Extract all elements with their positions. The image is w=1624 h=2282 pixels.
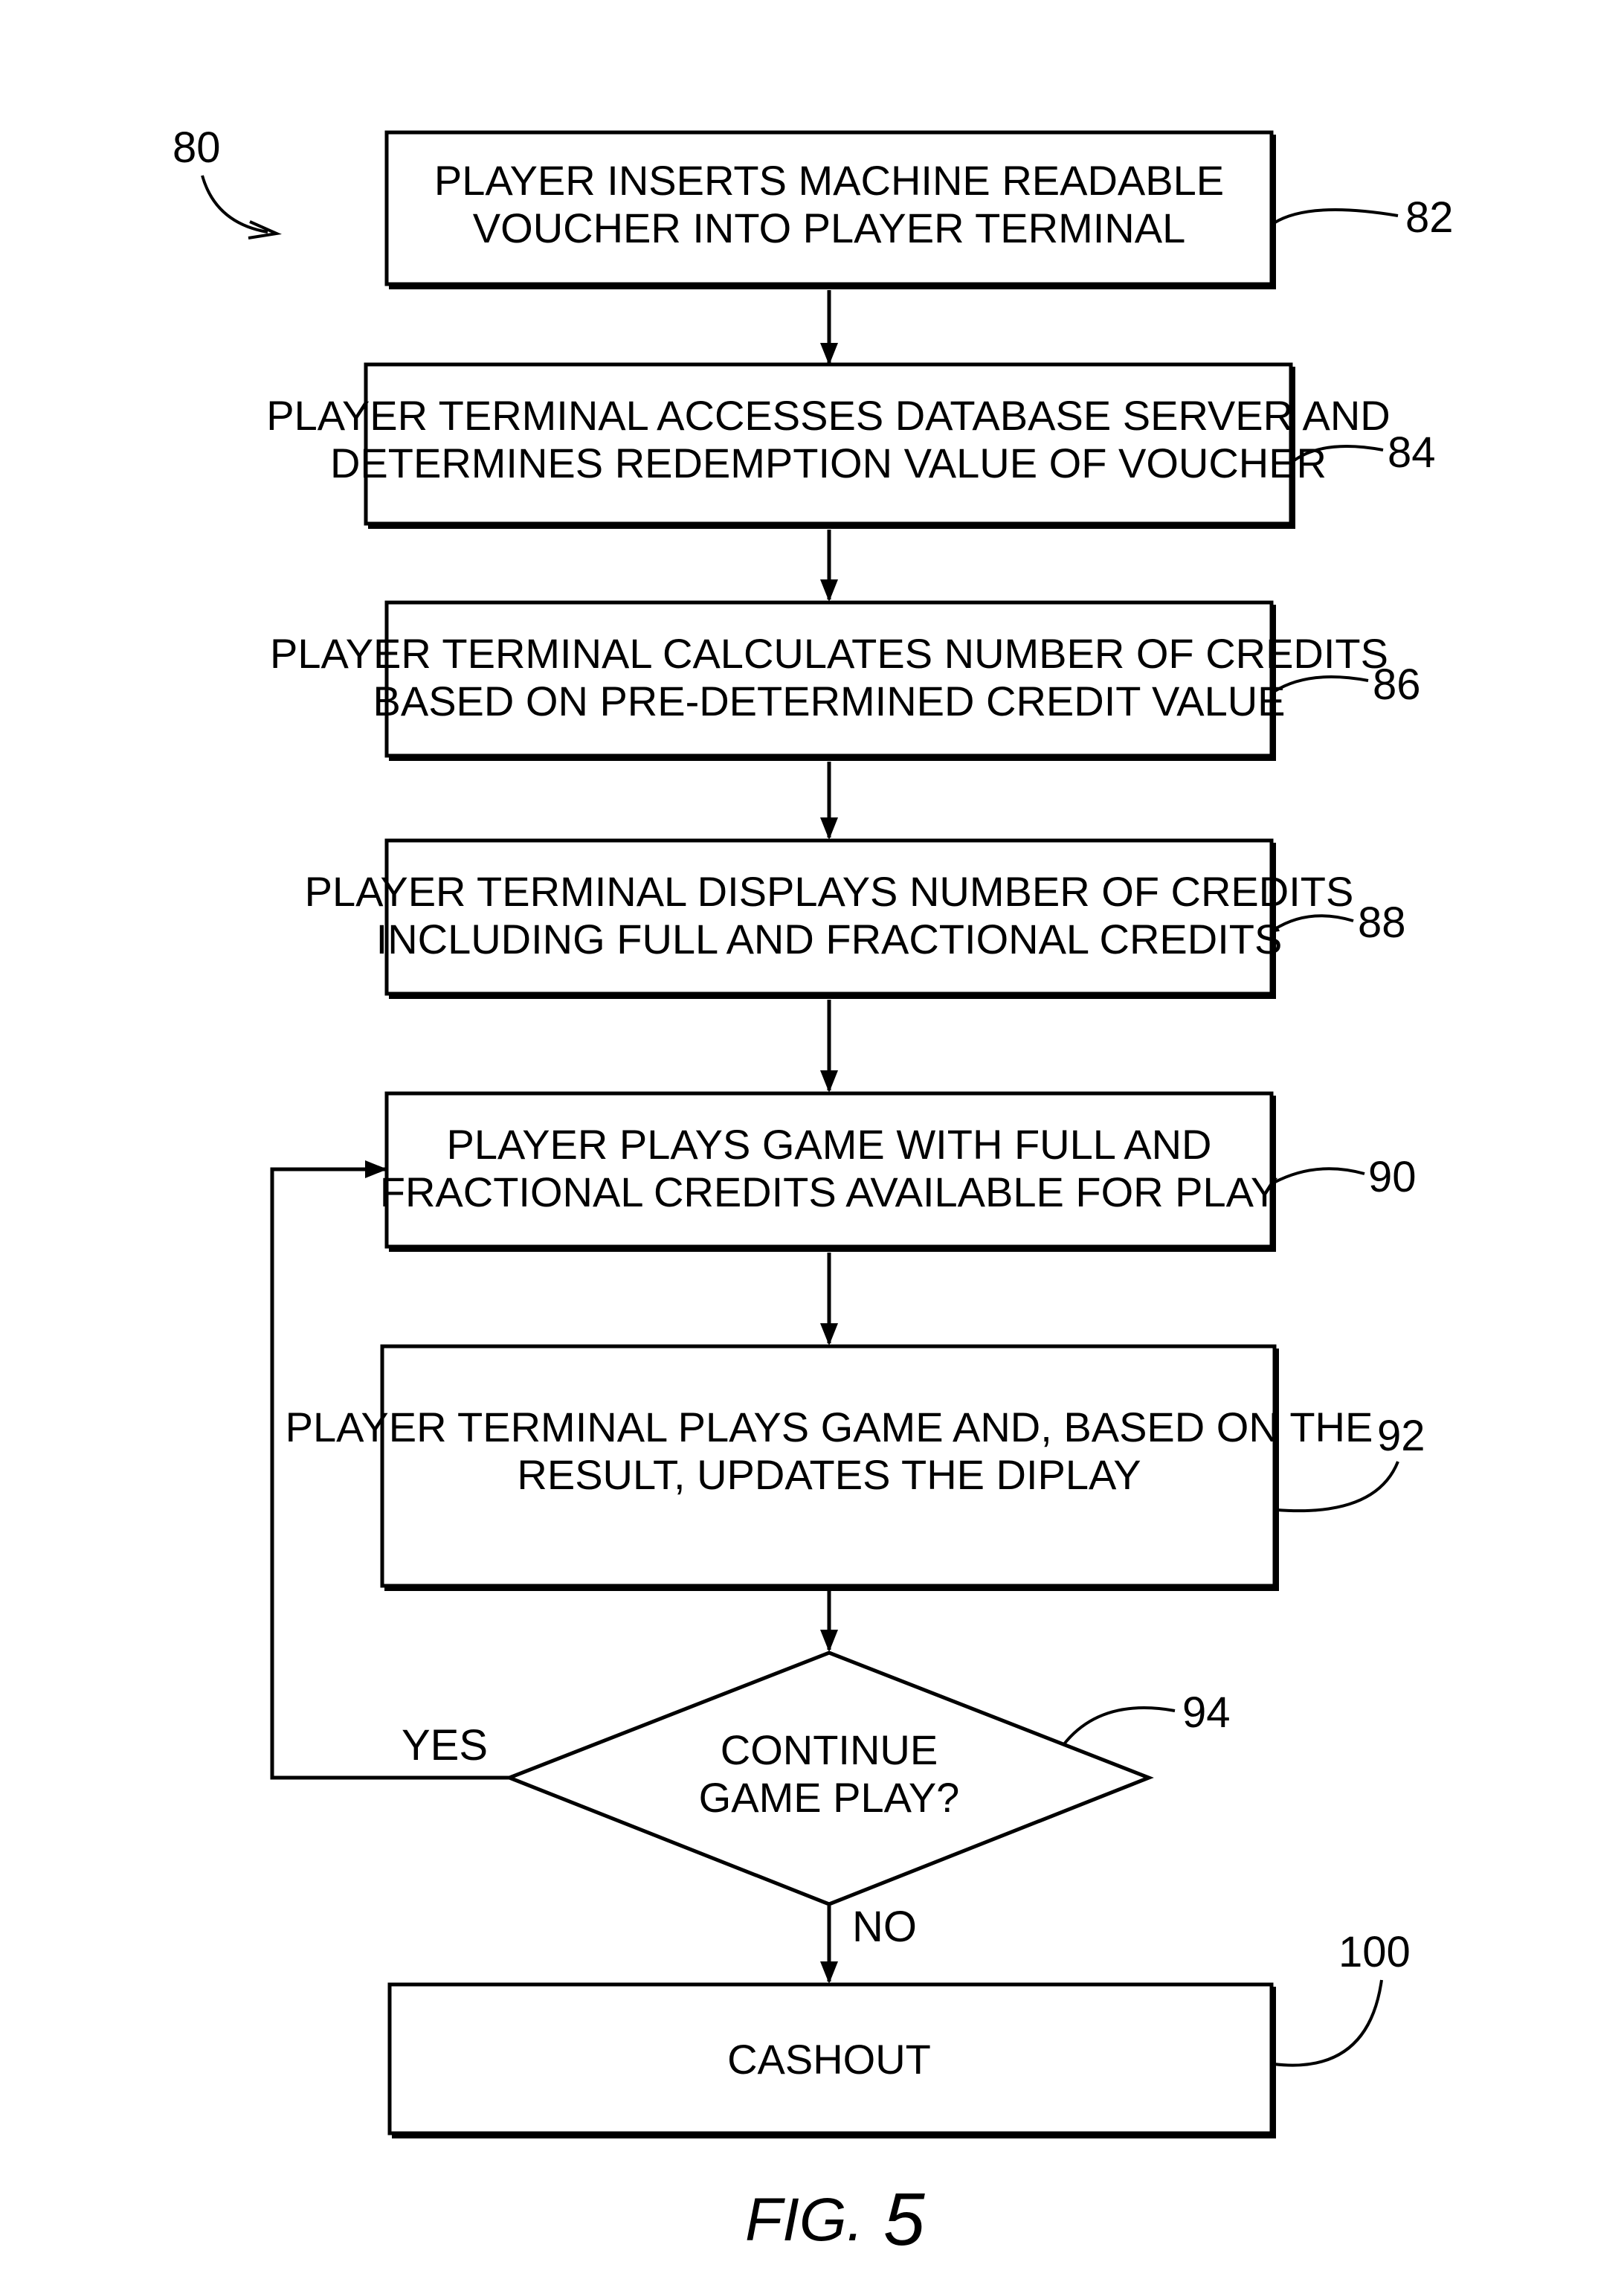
decision-line-2: GAME PLAY? — [699, 1774, 960, 1821]
yes-label: YES — [402, 1721, 488, 1770]
step-84-line-1: PLAYER TERMINAL ACCESSES DATABASE SERVER… — [266, 392, 1390, 439]
no-label: NO — [852, 1903, 917, 1951]
figure-caption-prefix: FIG. — [745, 2186, 863, 2254]
step-92: PLAYER TERMINAL PLAYS GAME AND, BASED ON… — [286, 1346, 1425, 1589]
cashout-100: CASHOUT 100 — [390, 1928, 1411, 2136]
step-92-line-1: PLAYER TERMINAL PLAYS GAME AND, BASED ON… — [286, 1404, 1373, 1450]
figure-ref-80: 80 — [173, 123, 221, 172]
cashout-label: CASHOUT — [727, 2036, 931, 2083]
step-82-line-1: PLAYER INSERTS MACHINE READABLE — [434, 157, 1224, 204]
step-82-ref: 82 — [1405, 193, 1454, 242]
step-86-line-1: PLAYER TERMINAL CALCULATES NUMBER OF CRE… — [270, 630, 1388, 677]
step-84-line-2: DETERMINES REDEMPTION VALUE OF VOUCHER — [330, 440, 1327, 486]
step-90-line-1: PLAYER PLAYS GAME WITH FULL AND — [447, 1121, 1212, 1168]
figure-ref-pointer — [202, 176, 268, 232]
step-88-ref: 88 — [1358, 899, 1406, 947]
decision-94: CONTINUE GAME PLAY? 94 — [509, 1653, 1231, 1904]
step-88: PLAYER TERMINAL DISPLAYS NUMBER OF CREDI… — [305, 841, 1406, 997]
cashout-ref: 100 — [1338, 1928, 1411, 1976]
step-92-ref: 92 — [1377, 1412, 1425, 1460]
step-88-line-2: INCLUDING FULL AND FRACTIONAL CREDITS — [376, 916, 1283, 962]
step-90-line-2: FRACTIONAL CREDITS AVAILABLE FOR PLAY — [380, 1169, 1278, 1215]
step-92-line-2: RESULT, UPDATES THE DIPLAY — [517, 1451, 1141, 1498]
step-86: PLAYER TERMINAL CALCULATES NUMBER OF CRE… — [270, 602, 1421, 759]
decision-line-1: CONTINUE — [721, 1726, 938, 1773]
step-90: PLAYER PLAYS GAME WITH FULL AND FRACTION… — [380, 1093, 1417, 1250]
step-84-ref: 84 — [1388, 428, 1436, 477]
decision-ref: 94 — [1182, 1688, 1231, 1737]
step-90-ref: 90 — [1368, 1153, 1417, 1201]
step-88-line-1: PLAYER TERMINAL DISPLAYS NUMBER OF CREDI… — [305, 868, 1354, 915]
step-82-line-2: VOUCHER INTO PLAYER TERMINAL — [473, 205, 1185, 251]
figure-caption-number: 5 — [883, 2178, 925, 2261]
step-86-ref: 86 — [1373, 661, 1421, 709]
step-84: PLAYER TERMINAL ACCESSES DATABASE SERVER… — [266, 364, 1435, 527]
step-86-line-2: BASED ON PRE-DETERMINED CREDIT VALUE — [373, 678, 1285, 724]
step-82: PLAYER INSERTS MACHINE READABLE VOUCHER … — [387, 132, 1454, 287]
